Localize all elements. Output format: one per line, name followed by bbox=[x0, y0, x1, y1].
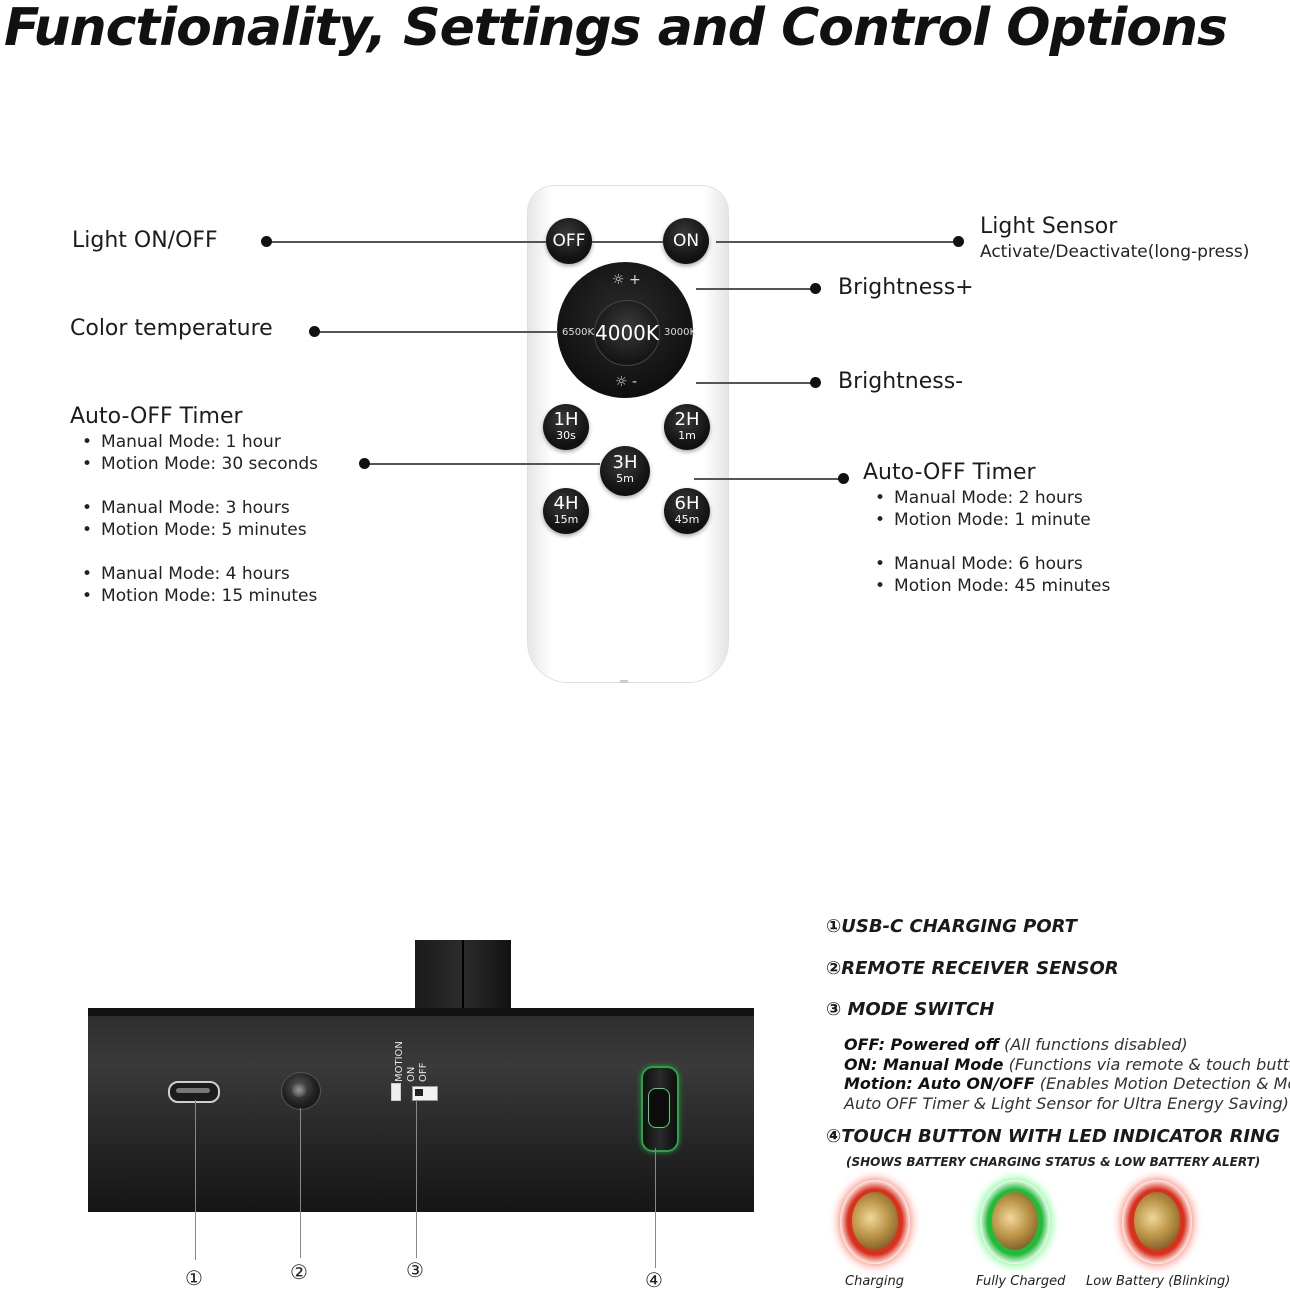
timer-right-item: Manual Mode: 6 hours bbox=[875, 553, 1083, 575]
touch-button[interactable] bbox=[641, 1066, 679, 1152]
timer-2h-sub: 1m bbox=[678, 429, 696, 442]
touch-button-led-ring bbox=[648, 1088, 670, 1128]
marker-3: ③ bbox=[406, 1258, 424, 1282]
timer-left-item: Motion Mode: 5 minutes bbox=[82, 519, 307, 541]
off-button[interactable]: OFF bbox=[546, 218, 592, 264]
callout-line-sensor bbox=[716, 241, 958, 243]
switch-labels: MOTION ON OFF bbox=[394, 1041, 429, 1082]
mode-off-line: OFF: Powered off (All functions disabled… bbox=[844, 1035, 1188, 1055]
brightness-up-button[interactable]: ☼ + bbox=[612, 272, 641, 288]
timer-6h-main: 6H bbox=[674, 493, 700, 514]
marker-line-1 bbox=[195, 1100, 196, 1260]
mode-on-desc: (Functions via remote & touch button) bbox=[1003, 1055, 1290, 1074]
feature-receiver: ②REMOTE RECEIVER SENSOR bbox=[826, 958, 1119, 979]
switch-label-on: ON bbox=[406, 1067, 417, 1082]
timer-4h-button[interactable]: 4H 15m bbox=[543, 488, 589, 534]
callout-dot-timer-left bbox=[359, 458, 370, 469]
callout-line-between bbox=[592, 241, 663, 243]
timer-right-item: Motion Mode: 1 minute bbox=[875, 509, 1091, 531]
label-brightness-minus: Brightness- bbox=[838, 369, 964, 394]
timer-1h-sub: 30s bbox=[556, 429, 576, 442]
mode-motion-key: Motion: Auto ON/OFF bbox=[844, 1074, 1035, 1093]
remote-receiver-sensor bbox=[281, 1072, 321, 1110]
feature-touch: ④TOUCH BUTTON WITH LED INDICATOR RING bbox=[826, 1126, 1280, 1147]
timer-right-item: Motion Mode: 45 minutes bbox=[875, 575, 1110, 597]
timer-left-item: Motion Mode: 30 seconds bbox=[82, 453, 318, 475]
label-light-sensor: Light Sensor bbox=[980, 214, 1118, 239]
timer-left-item: Manual Mode: 4 hours bbox=[82, 563, 290, 585]
label-light-sensor-sub: Activate/Deactivate(long-press) bbox=[980, 242, 1250, 262]
mode-off-desc: (All functions disabled) bbox=[998, 1035, 1188, 1054]
remote-receiver-lens bbox=[292, 1083, 306, 1097]
caption-charging: Charging bbox=[845, 1274, 904, 1289]
callout-dot-sensor bbox=[953, 236, 964, 247]
remote-bottom-notch bbox=[620, 680, 628, 683]
marker-2: ② bbox=[290, 1260, 308, 1284]
caption-fully-charged: Fully Charged bbox=[976, 1274, 1066, 1289]
mode-motion-desc: (Enables Motion Detection & Motion bbox=[1039, 1074, 1290, 1093]
usb-c-port-inner bbox=[176, 1088, 210, 1093]
marker-line-3 bbox=[416, 1100, 417, 1258]
timer-3h-sub: 5m bbox=[616, 472, 634, 485]
timer-2h-button[interactable]: 2H 1m bbox=[664, 404, 710, 450]
callout-line-timer-left bbox=[366, 463, 600, 465]
timer-2h-main: 2H bbox=[674, 409, 700, 430]
brightness-down-button[interactable]: ☼ - bbox=[615, 374, 638, 390]
callout-dot-bright-minus bbox=[810, 377, 821, 388]
callout-line-color-temp bbox=[316, 331, 558, 333]
marker-line-2 bbox=[300, 1108, 301, 1258]
callout-dot-timer-right bbox=[838, 473, 849, 484]
led-charging-core bbox=[852, 1192, 898, 1250]
label-timer-right-title: Auto-OFF Timer bbox=[863, 460, 1036, 485]
caption-low-battery: Low Battery (Blinking) bbox=[1086, 1274, 1231, 1289]
label-timer-left-title: Auto-OFF Timer bbox=[70, 404, 243, 429]
timer-4h-sub: 15m bbox=[553, 513, 579, 526]
label-light-onoff: Light ON/OFF bbox=[72, 228, 218, 253]
callout-line-timer-right bbox=[694, 478, 844, 480]
timer-4h-main: 4H bbox=[553, 493, 579, 514]
callout-dot-onoff bbox=[261, 236, 272, 247]
led-fully-charged-core bbox=[992, 1192, 1038, 1250]
lamp-pole-seam bbox=[462, 940, 464, 1020]
mode-off-key: OFF: Powered off bbox=[844, 1035, 999, 1054]
mode-on-key: ON: Manual Mode bbox=[844, 1055, 1004, 1074]
feature-touch-sub: (SHOWS BATTERY CHARGING STATUS & LOW BAT… bbox=[846, 1155, 1261, 1169]
timer-left-item: Manual Mode: 3 hours bbox=[82, 497, 290, 519]
timer-left-item: Motion Mode: 15 minutes bbox=[82, 585, 317, 607]
mode-switch-slot bbox=[391, 1083, 401, 1101]
temp-6500k-button[interactable]: 6500K bbox=[562, 327, 595, 338]
marker-4: ④ bbox=[645, 1268, 663, 1292]
feature-mode-switch: ③ MODE SWITCH bbox=[826, 999, 995, 1020]
mode-on-line: ON: Manual Mode (Functions via remote & … bbox=[844, 1055, 1290, 1075]
page-title: Functionality, Settings and Control Opti… bbox=[4, 0, 1228, 58]
feature-usb: ①USB-C CHARGING PORT bbox=[826, 916, 1077, 937]
timer-right-item: Manual Mode: 2 hours bbox=[875, 487, 1083, 509]
label-brightness-plus: Brightness+ bbox=[838, 275, 974, 300]
label-color-temp: Color temperature bbox=[70, 316, 273, 341]
timer-3h-main: 3H bbox=[612, 452, 638, 473]
led-low-battery-core bbox=[1134, 1192, 1180, 1250]
callout-dot-bright-plus bbox=[810, 283, 821, 294]
temp-3000k-button[interactable]: 3000K bbox=[664, 327, 697, 338]
callout-line-bright-minus bbox=[696, 382, 816, 384]
temp-4000k-button[interactable]: 4000K bbox=[594, 300, 660, 366]
callout-line-onoff bbox=[268, 241, 546, 243]
timer-3h-button[interactable]: 3H 5m bbox=[600, 446, 650, 496]
mode-switch-knob bbox=[415, 1089, 423, 1096]
timer-6h-sub: 45m bbox=[674, 513, 700, 526]
switch-label-motion: MOTION bbox=[394, 1041, 405, 1082]
marker-line-4 bbox=[655, 1148, 656, 1268]
timer-1h-main: 1H bbox=[553, 409, 579, 430]
on-button[interactable]: ON bbox=[663, 218, 709, 264]
switch-label-off: OFF bbox=[418, 1062, 429, 1082]
timer-6h-button[interactable]: 6H 45m bbox=[664, 488, 710, 534]
timer-left-item: Manual Mode: 1 hour bbox=[82, 431, 281, 453]
timer-1h-button[interactable]: 1H 30s bbox=[543, 404, 589, 450]
mode-motion-line: Motion: Auto ON/OFF (Enables Motion Dete… bbox=[844, 1074, 1290, 1094]
mode-motion-cont: Auto OFF Timer & Light Sensor for Ultra … bbox=[844, 1094, 1289, 1113]
callout-line-bright-plus bbox=[696, 288, 816, 290]
marker-1: ① bbox=[185, 1266, 203, 1290]
callout-dot-color-temp bbox=[309, 326, 320, 337]
